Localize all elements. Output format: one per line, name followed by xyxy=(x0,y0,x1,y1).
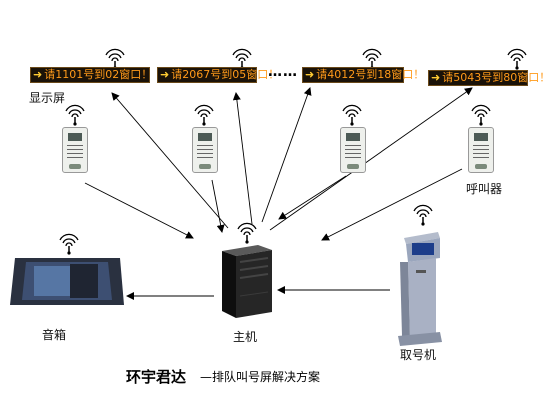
ticket-kiosk xyxy=(398,232,442,346)
wireless-signal-icon xyxy=(471,104,491,127)
arrow-right-icon: ➜ xyxy=(431,71,441,84)
pager-to-host-arrow xyxy=(211,179,225,233)
host-to-display-arrow xyxy=(232,92,253,225)
host-to-display-arrow xyxy=(261,87,312,223)
wireless-signal-icon xyxy=(507,48,527,71)
wireless-signal-icon xyxy=(237,222,257,245)
display-text: 请5043号到80窗口！ xyxy=(442,71,550,84)
wireless-signal-icon xyxy=(59,233,79,256)
pager-device xyxy=(340,127,366,173)
display-text: 请2067号到05窗口！ xyxy=(171,68,280,81)
host-to-display-arrow xyxy=(269,87,473,231)
wireless-signal-icon xyxy=(194,104,214,127)
pager-to-host-arrow xyxy=(278,175,347,220)
arrow-right-icon: ➜ xyxy=(305,68,315,81)
pager-device xyxy=(192,127,218,173)
pager-device xyxy=(468,127,494,173)
host-computer xyxy=(222,245,272,318)
pager-label: 呼叫器 xyxy=(466,182,503,196)
led-display: ➜请5043号到80窗口！ xyxy=(428,70,550,86)
pager-device xyxy=(62,127,88,173)
led-display: ➜请2067号到05窗口！ xyxy=(157,67,279,83)
company-title: 环宇君达 xyxy=(126,368,187,386)
speaker-device xyxy=(10,258,124,305)
display-text: 请4012号到18窗口！ xyxy=(316,68,425,81)
led-display: ➜请4012号到18窗口！ xyxy=(302,67,424,83)
solution-subtitle: —排队叫号屏解决方案 xyxy=(200,370,321,384)
pager-to-host-arrow xyxy=(84,182,194,239)
display-text: 请1101号到02窗口！ xyxy=(44,68,153,81)
ellipsis: …… xyxy=(268,64,298,80)
led-display: ➜请1101号到02窗口！ xyxy=(30,67,153,83)
wireless-signal-icon xyxy=(413,204,433,227)
kiosk-label: 取号机 xyxy=(400,348,437,362)
host-to-display-arrow xyxy=(111,92,229,229)
wireless-signal-icon xyxy=(342,104,362,127)
wireless-signal-icon xyxy=(65,104,85,127)
pager-to-host-arrow xyxy=(321,168,463,241)
arrow-right-icon: ➜ xyxy=(160,68,170,81)
display-label: 显示屏 xyxy=(29,91,66,105)
speaker-label: 音箱 xyxy=(42,328,67,342)
arrow-right-icon: ➜ xyxy=(33,68,43,81)
host-label: 主机 xyxy=(233,330,258,344)
